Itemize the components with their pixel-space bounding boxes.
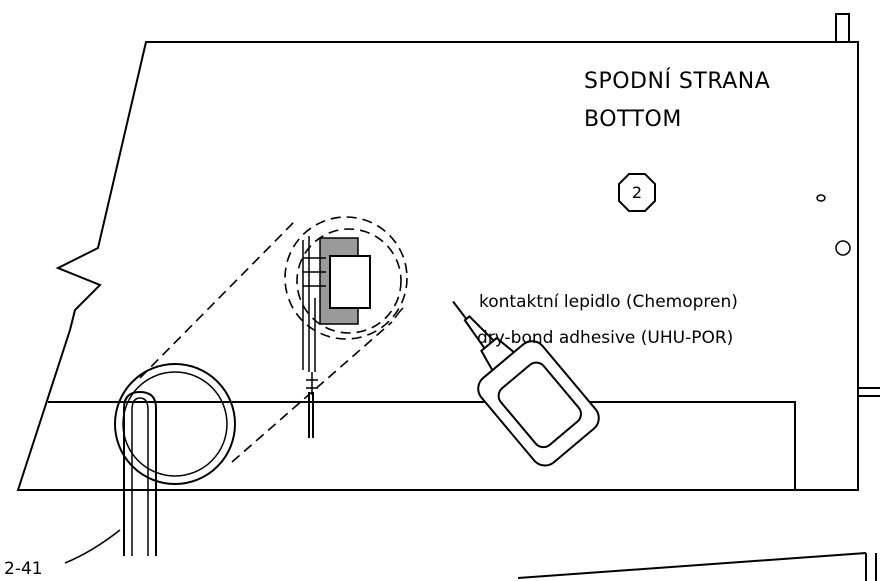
magnifier-outer xyxy=(114,363,236,485)
part-callout: 2-41 xyxy=(4,559,43,579)
rod-inner xyxy=(131,397,149,556)
item-marker-octagon xyxy=(618,173,656,212)
callout-leader xyxy=(64,529,121,564)
hinge-pin xyxy=(302,236,326,395)
hinge-plate xyxy=(329,255,371,309)
detail-circle-inner xyxy=(296,228,402,334)
right-stub xyxy=(858,387,880,397)
detail-circle-outer xyxy=(284,216,408,340)
projection-line-upper xyxy=(139,219,297,379)
item-marker-label: 2 xyxy=(632,183,642,202)
projection-line-lower xyxy=(231,321,393,463)
glue-drop-mark xyxy=(394,307,404,319)
lower-panel-edge xyxy=(517,552,877,581)
side-label-line2: BOTTOM xyxy=(584,107,682,132)
adhesive-note-line2: dry-bond adhesive (UHU-POR) xyxy=(477,328,733,348)
rod-outline xyxy=(123,390,157,556)
control-horn xyxy=(308,392,314,438)
round-hole xyxy=(835,240,851,256)
adhesive-note-line1: kontaktní lepidlo (Chemopren) xyxy=(479,292,738,312)
panel-outline xyxy=(16,41,859,491)
small-hole xyxy=(816,194,826,202)
top-tab xyxy=(835,13,850,42)
spar-strip xyxy=(48,401,796,490)
glue-bottle xyxy=(452,300,600,467)
magnifier-inner xyxy=(122,371,228,477)
side-label-line1: SPODNÍ STRANA xyxy=(584,68,770,94)
